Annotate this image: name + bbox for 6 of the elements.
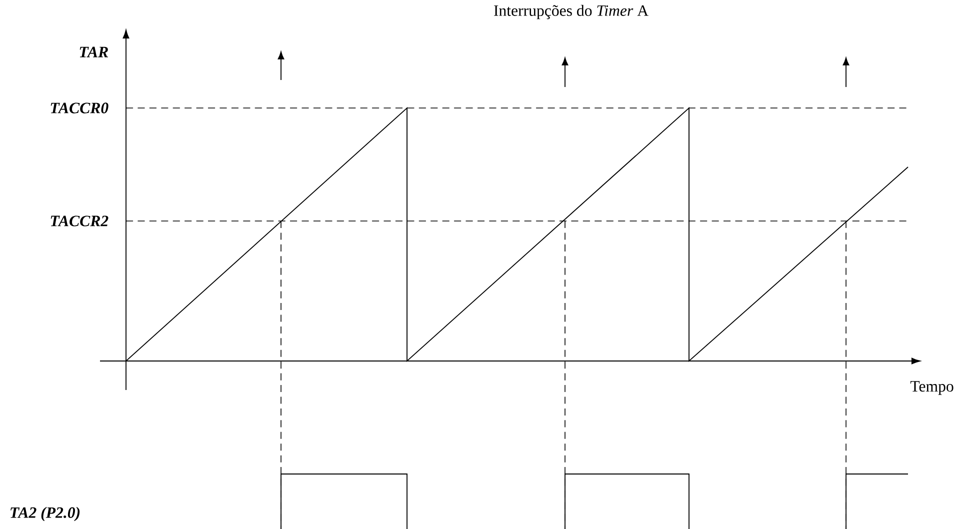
- level-label: TACCR2: [50, 216, 108, 226]
- axis-label: Tempo: [910, 381, 954, 395]
- caption-text: Interrupções do Timer A: [494, 4, 648, 20]
- signal-label: TA2 (P2.0): [10, 506, 80, 522]
- axis-label: TAR: [80, 46, 108, 58]
- level-label: TACCR0: [50, 102, 108, 114]
